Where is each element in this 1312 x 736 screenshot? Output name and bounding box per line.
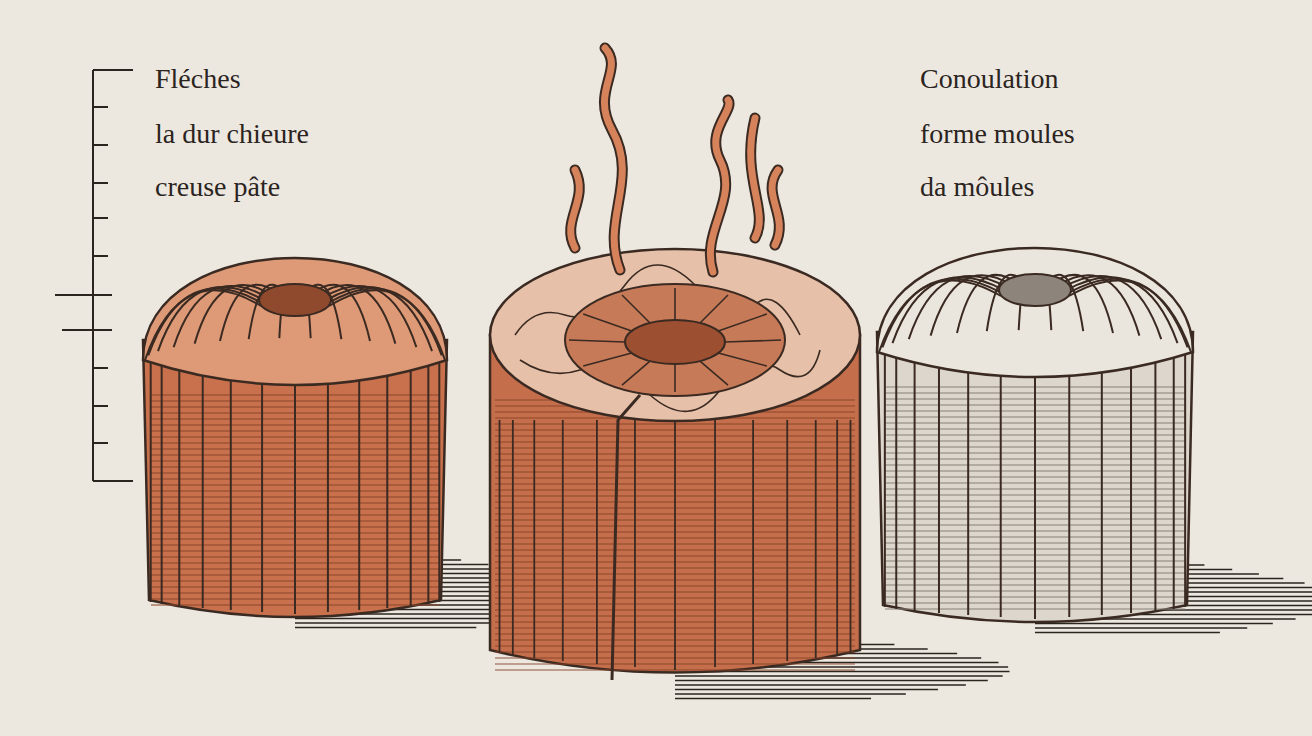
scale-bracket [55, 70, 133, 481]
body-ridge [1101, 352, 1103, 615]
body-ridge [294, 360, 296, 614]
inner-flute [718, 314, 766, 331]
shadow-line [675, 693, 906, 695]
shadow-line [675, 684, 966, 686]
shadow-line [1035, 623, 1273, 625]
steam-wisp [604, 48, 622, 270]
inner-flute [700, 295, 728, 323]
body-ridge [1068, 352, 1070, 617]
annotation-text: la dur chieure [155, 117, 309, 151]
dome-flute [1068, 279, 1187, 348]
body-ridge [386, 360, 388, 608]
mould-dome [877, 248, 1193, 377]
body-ridge [562, 420, 564, 661]
shadow-line [675, 680, 988, 682]
body-ridge [674, 420, 676, 670]
body-ridge [327, 360, 329, 612]
dome-flute [1069, 280, 1191, 352]
inner-flute [700, 361, 728, 385]
body-ridge [836, 420, 838, 655]
body-ridge [410, 360, 412, 606]
steam-wisp [751, 118, 760, 238]
steam-wisp [772, 170, 779, 245]
body-ridge [895, 352, 897, 609]
dome-flute [148, 288, 261, 355]
body-ridge [786, 420, 788, 661]
centre-hole [259, 284, 331, 316]
steam-wisp [772, 170, 779, 245]
body-ridge [752, 420, 754, 664]
steam-wisp [710, 100, 729, 272]
steam-wisp [710, 100, 729, 272]
cut-cake [490, 249, 860, 680]
body-ridge [815, 420, 817, 658]
dome-flute [158, 287, 264, 351]
body-ridge [150, 360, 152, 602]
body-ridge [1184, 352, 1186, 607]
inner-flute [674, 364, 676, 392]
body-ridge [634, 420, 636, 667]
body-ridge [1034, 352, 1036, 619]
body-ridge [714, 420, 716, 667]
cut-line [612, 395, 640, 680]
shadow-line [1035, 632, 1220, 634]
body-ridge [202, 360, 204, 608]
body-ridge [512, 420, 514, 655]
steam-wisp [604, 48, 622, 270]
steam-wisp [571, 170, 580, 248]
inner-flute [622, 361, 650, 385]
body-ridge [161, 360, 163, 604]
cut-top [490, 249, 860, 421]
annotation-text: Conoulation [920, 62, 1058, 96]
inner-flute [569, 340, 625, 342]
dome-flute [892, 277, 1003, 343]
inner-ring [565, 284, 785, 396]
body-ridge [1173, 352, 1175, 609]
canele-mould [877, 248, 1193, 622]
body-ridge [938, 352, 940, 613]
body-ridge [438, 360, 440, 602]
body-ridge [1154, 352, 1156, 611]
body-ridge [967, 352, 969, 615]
inner-flute [718, 353, 766, 366]
body-ridge [596, 420, 598, 664]
body-ridge [499, 420, 501, 652]
shadow-line [675, 689, 938, 691]
shadow-line [1035, 627, 1247, 629]
shadow-line [675, 698, 871, 700]
body-ridge [427, 360, 429, 604]
body-ridge [884, 352, 886, 607]
shadow-line [295, 627, 476, 629]
inner-flute [622, 295, 650, 323]
body-ridge [914, 352, 916, 611]
inner-flute [583, 353, 631, 366]
centre-hole [999, 274, 1071, 306]
body-ridge [178, 360, 180, 606]
steam-wisp [571, 170, 580, 248]
dome-flute [328, 288, 441, 355]
body-ridge [358, 360, 360, 610]
annotation-text: creuse pâte [155, 170, 280, 204]
body-ridge [230, 360, 232, 610]
shadow-line [675, 675, 1003, 677]
body-ridge [261, 360, 263, 612]
body-ridge [1130, 352, 1132, 613]
dome-flute [882, 279, 1001, 348]
body-ridge [1000, 352, 1002, 617]
inner-flute [725, 340, 781, 342]
steam-wisp [751, 118, 760, 238]
dome-flute [329, 290, 445, 360]
annotation-text: da môules [920, 170, 1034, 204]
annotation-text: Fléches [155, 62, 241, 96]
mould-dome [143, 258, 447, 385]
canele-mould [143, 258, 447, 617]
shadow-line [295, 622, 503, 624]
body-ridge [850, 420, 852, 652]
centre-hole [625, 320, 725, 364]
inner-flute [674, 288, 676, 320]
body-ridge [533, 420, 535, 658]
annotation-text: forme moules [920, 117, 1075, 151]
inner-flute [583, 314, 631, 331]
